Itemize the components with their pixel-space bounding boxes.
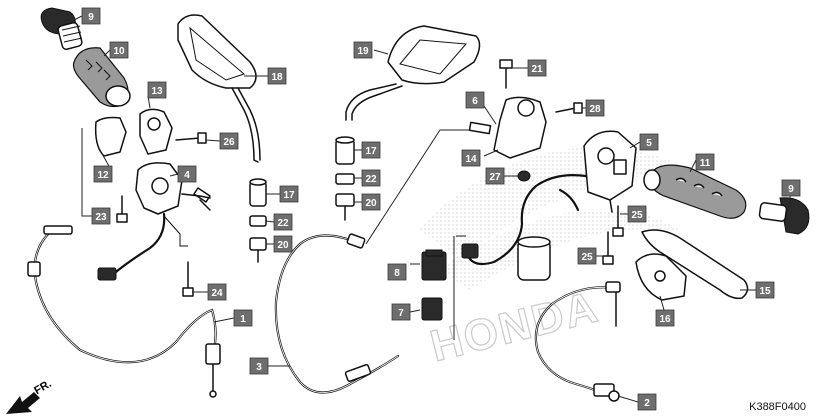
svg-text:12: 12 xyxy=(97,170,109,181)
svg-text:25: 25 xyxy=(581,252,593,263)
screw-25b-part xyxy=(602,231,614,265)
front-direction-arrow-icon: FR. xyxy=(6,378,54,414)
relay-8-part xyxy=(421,249,447,281)
right-grip-end-part xyxy=(758,197,810,235)
callout-9-right: 9 xyxy=(781,179,801,197)
callout-3: 3 xyxy=(249,357,269,375)
callout-25-upper: 25 xyxy=(627,205,647,223)
callout-7: 7 xyxy=(391,303,411,321)
callout-16: 16 xyxy=(655,309,675,327)
screw-23-part xyxy=(116,195,128,223)
callout-19: 19 xyxy=(353,41,373,59)
svg-text:15: 15 xyxy=(759,286,771,297)
svg-text:24: 24 xyxy=(211,288,223,299)
svg-text:23: 23 xyxy=(95,212,107,223)
watermark-text: HONDA xyxy=(426,282,604,371)
right-handle-grip-part xyxy=(643,164,747,219)
left-switch-wiring xyxy=(97,212,188,281)
callout-11: 11 xyxy=(695,153,715,171)
callout-12: 12 xyxy=(93,165,113,183)
screw-25a-part xyxy=(612,205,624,237)
svg-text:5: 5 xyxy=(646,138,652,149)
svg-text:27: 27 xyxy=(489,172,501,183)
svg-text:16: 16 xyxy=(659,314,671,325)
svg-text:20: 20 xyxy=(277,240,289,251)
lever-cover-part xyxy=(635,253,687,301)
callout-2: 2 xyxy=(637,393,657,411)
svg-text:21: 21 xyxy=(531,64,543,75)
right-mirror-part xyxy=(345,25,481,121)
screw-24-part xyxy=(182,261,194,297)
front-direction-label: FR. xyxy=(32,378,53,397)
svg-text:19: 19 xyxy=(357,46,369,57)
svg-text:4: 4 xyxy=(184,170,190,181)
callout-8: 8 xyxy=(387,263,407,281)
callout-1: 1 xyxy=(233,309,253,327)
right-mirror-mount-part xyxy=(335,136,355,221)
master-cylinder-part xyxy=(468,59,583,182)
left-switch-housing-part xyxy=(94,108,211,215)
callout-5: 5 xyxy=(639,133,659,151)
svg-text:2: 2 xyxy=(644,398,650,409)
left-mirror-mount-part xyxy=(249,178,267,263)
svg-text:9: 9 xyxy=(88,12,94,23)
svg-text:22: 22 xyxy=(277,218,289,229)
callout-6: 6 xyxy=(465,91,485,109)
callout-26: 26 xyxy=(219,132,239,150)
callout-10: 10 xyxy=(109,41,129,59)
left-mirror-part xyxy=(177,14,261,163)
left-grip-end-part xyxy=(40,7,83,51)
svg-text:7: 7 xyxy=(398,308,404,319)
callout-14: 14 xyxy=(461,149,481,167)
svg-text:20: 20 xyxy=(365,198,377,209)
leader-lines xyxy=(73,15,791,403)
right-switch-wiring xyxy=(461,174,588,281)
svg-text:10: 10 xyxy=(113,46,125,57)
callout-22-left: 22 xyxy=(273,213,293,231)
clutch-cable-left-part xyxy=(27,225,221,398)
callout-18: 18 xyxy=(267,67,287,85)
screw-26-part xyxy=(175,132,207,144)
svg-text:11: 11 xyxy=(700,158,711,169)
svg-text:26: 26 xyxy=(223,137,235,148)
callout-9-left: 9 xyxy=(81,7,101,25)
svg-text:17: 17 xyxy=(365,146,377,157)
callout-25-lower: 25 xyxy=(577,247,597,265)
svg-text:22: 22 xyxy=(365,174,377,185)
svg-text:13: 13 xyxy=(151,86,163,97)
throttle-cable-part xyxy=(274,233,400,394)
svg-text:8: 8 xyxy=(394,268,400,279)
left-handle-grip-part xyxy=(72,47,131,108)
callout-28: 28 xyxy=(585,99,605,117)
callout-24: 24 xyxy=(207,283,227,301)
callout-17-left: 17 xyxy=(279,185,299,203)
callout-22-right: 22 xyxy=(361,169,381,187)
callout-15: 15 xyxy=(755,281,775,299)
brake-cable-part xyxy=(534,281,621,402)
svg-text:14: 14 xyxy=(465,154,477,165)
svg-text:3: 3 xyxy=(256,362,262,373)
callout-20-left: 20 xyxy=(273,235,293,253)
svg-text:18: 18 xyxy=(271,72,283,83)
callout-23: 23 xyxy=(91,207,111,225)
svg-text:6: 6 xyxy=(472,96,478,107)
drawing-code: K388F0400 xyxy=(749,401,806,413)
callout-20-right: 20 xyxy=(361,193,381,211)
svg-text:17: 17 xyxy=(283,190,295,201)
brake-lever-part xyxy=(641,229,749,300)
relay-7-part xyxy=(421,297,443,321)
callout-27: 27 xyxy=(485,167,505,185)
callout-4: 4 xyxy=(177,165,197,183)
svg-text:28: 28 xyxy=(589,104,601,115)
svg-text:9: 9 xyxy=(788,184,794,195)
svg-text:1: 1 xyxy=(240,314,246,325)
svg-text:25: 25 xyxy=(631,210,643,221)
callout-17-right: 17 xyxy=(361,141,381,159)
right-switch-housing-part xyxy=(583,130,637,213)
callout-21: 21 xyxy=(527,59,547,77)
callout-13: 13 xyxy=(147,81,167,99)
